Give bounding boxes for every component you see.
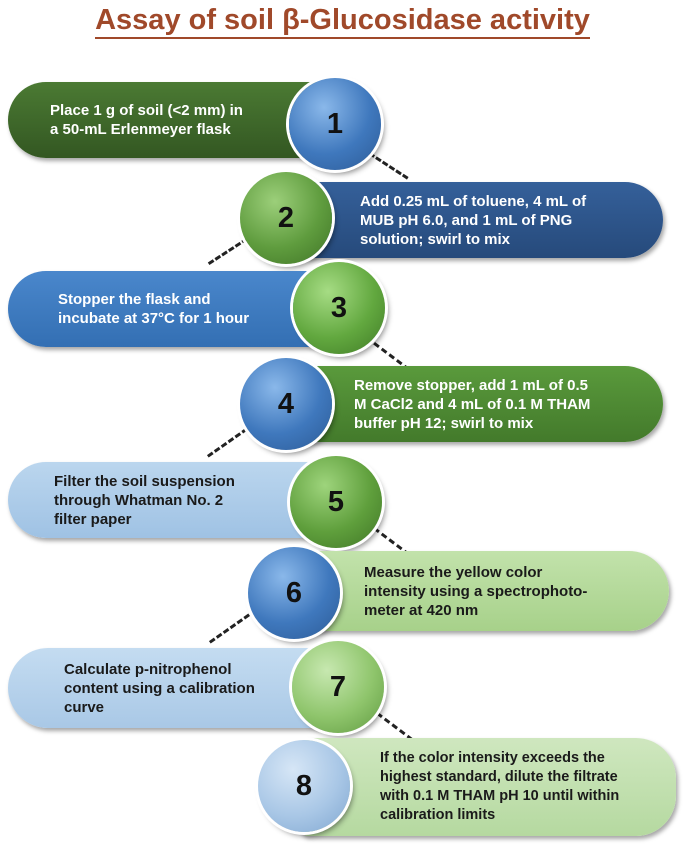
connector-6-7 bbox=[208, 613, 250, 644]
step-2-text: Add 0.25 mL of toluene, 4 mL of MUB pH 6… bbox=[360, 192, 587, 248]
step-2-box: Add 0.25 mL of toluene, 4 mL of MUB pH 6… bbox=[300, 182, 663, 258]
step-6-circle: 6 bbox=[248, 547, 340, 639]
step-8-circle: 8 bbox=[258, 740, 350, 832]
step-8-text: If the color intensity exceeds the highe… bbox=[380, 750, 620, 823]
step-7-circle: 7 bbox=[292, 641, 384, 733]
step-6-box: Measure the yellow color intensity using… bbox=[300, 551, 669, 631]
step-8-number: 8 bbox=[295, 769, 313, 802]
step-5-circle: 5 bbox=[290, 456, 382, 548]
step-3-box: Stopper the flask and incubate at 37°C f… bbox=[8, 271, 326, 347]
step-7-text: Calculate p-nitrophenol content using a … bbox=[64, 660, 255, 716]
step-1-text: Place 1 g of soil (<2 mm) in a 50-mL Erl… bbox=[50, 102, 243, 138]
step-4-box: Remove stopper, add 1 mL of 0.5 M CaCl2 … bbox=[300, 366, 663, 442]
step-2-number: 2 bbox=[277, 201, 295, 234]
step-3-text: Stopper the flask and incubate at 37°C f… bbox=[58, 291, 250, 327]
step-5-box: Filter the soil suspension through Whatm… bbox=[8, 462, 326, 538]
step-1-box: Place 1 g of soil (<2 mm) in a 50-mL Erl… bbox=[8, 82, 326, 158]
step-1-number: 1 bbox=[326, 107, 344, 140]
connector-4-5 bbox=[206, 427, 248, 458]
step-4-text: Remove stopper, add 1 mL of 0.5 M CaCl2 … bbox=[354, 376, 591, 432]
step-1-circle: 1 bbox=[289, 78, 381, 170]
connector-1-2 bbox=[368, 152, 409, 180]
step-4-number: 4 bbox=[277, 387, 295, 420]
step-3-circle: 3 bbox=[293, 262, 385, 354]
step-3-number: 3 bbox=[330, 291, 348, 324]
step-4-circle: 4 bbox=[240, 358, 332, 450]
step-2-circle: 2 bbox=[240, 172, 332, 264]
step-6-text: Measure the yellow color intensity using… bbox=[364, 563, 588, 619]
connector-7-8 bbox=[376, 712, 414, 741]
step-7-box: Calculate p-nitrophenol content using a … bbox=[8, 648, 326, 728]
step-6-number: 6 bbox=[285, 576, 303, 609]
step-8-box: If the color intensity exceeds the highe… bbox=[300, 738, 676, 836]
step-5-text: Filter the soil suspension through Whatm… bbox=[54, 472, 235, 528]
connector-2-3 bbox=[207, 237, 248, 266]
page-title: Assay of soil β-Glucosidase activity bbox=[0, 4, 685, 39]
step-5-number: 5 bbox=[327, 485, 345, 518]
step-7-number: 7 bbox=[329, 670, 347, 703]
